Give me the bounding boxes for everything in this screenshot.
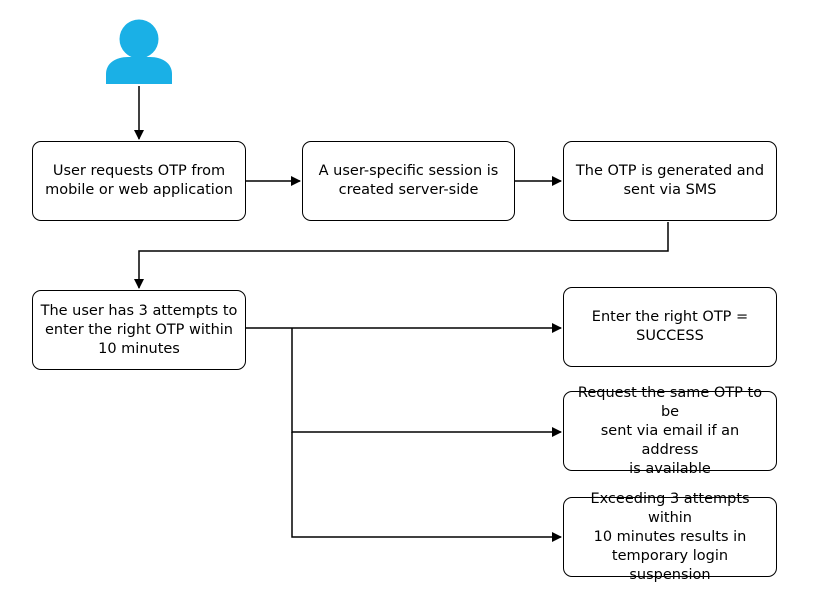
node-email: Request the same OTP to be sent via emai… xyxy=(563,385,777,477)
node-success-label: Enter the right OTP = SUCCESS xyxy=(591,309,749,344)
node-session-created: A user-specific session is created serve… xyxy=(302,141,515,221)
node-success: Enter the right OTP = SUCCESS xyxy=(563,287,777,367)
node-attempts: The user has 3 attempts to enter the rig… xyxy=(32,290,246,370)
node-request-otp-label: User requests OTP from mobile or web app… xyxy=(45,163,233,198)
node-email-label: Request the same OTP to be sent via emai… xyxy=(577,384,763,477)
user-icon xyxy=(106,19,172,84)
arrow-attempts-to-suspension xyxy=(291,432,562,542)
node-suspension: Exceeding 3 attempts within 10 minutes r… xyxy=(563,491,777,583)
arrow-attempts-to-email xyxy=(291,328,562,437)
node-session-created-label: A user-specific session is created serve… xyxy=(318,163,499,198)
arrow-generated-to-attempts xyxy=(134,222,669,289)
node-attempts-label: The user has 3 attempts to enter the rig… xyxy=(40,302,238,357)
node-request-otp: User requests OTP from mobile or web app… xyxy=(32,141,246,221)
node-suspension-label: Exceeding 3 attempts within 10 minutes r… xyxy=(590,490,750,583)
node-otp-generated: The OTP is generated and sent via SMS xyxy=(563,141,777,221)
node-otp-generated-label: The OTP is generated and sent via SMS xyxy=(575,163,765,198)
